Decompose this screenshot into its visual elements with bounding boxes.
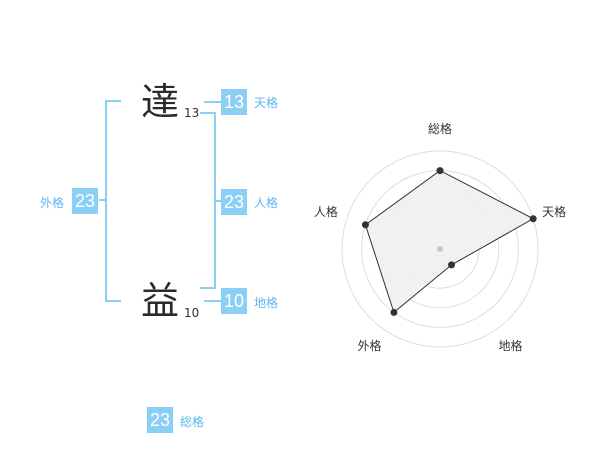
chikaku-label: 地格 xyxy=(254,296,279,310)
jinkaku-value: 23 xyxy=(221,189,247,215)
name-kanji-2-strokes: 10 xyxy=(184,306,200,320)
tenkaku-value: 13 xyxy=(221,89,247,115)
radar-axis-label: 天格 xyxy=(542,204,566,219)
radar-point-3 xyxy=(448,261,456,269)
soukaku-value: 23 xyxy=(147,407,173,433)
gaikaku-label: 外格 xyxy=(40,196,65,210)
radar-points xyxy=(361,167,537,316)
radar-axis-label: 人格 xyxy=(314,204,338,219)
tenkaku-label: 天格 xyxy=(254,96,279,110)
gaikaku-bracket xyxy=(105,100,121,302)
jinkaku-connector xyxy=(214,200,221,202)
name-kanji-1: 達 xyxy=(141,80,180,124)
radar-axis-label: 総格 xyxy=(428,121,452,136)
chikaku-value: 10 xyxy=(221,288,247,314)
radar-axis-label: 地格 xyxy=(499,338,523,353)
radar-point-5 xyxy=(361,221,369,229)
radar-axis-label: 外格 xyxy=(357,338,381,353)
radar-center-dot xyxy=(437,246,443,252)
gaikaku-connector xyxy=(99,199,106,201)
gaikaku-value: 23 xyxy=(72,188,98,214)
radar-point-4 xyxy=(390,308,398,316)
radar-point-1 xyxy=(436,167,444,175)
soukaku-label: 総格 xyxy=(180,415,205,429)
tenkaku-connector xyxy=(204,101,221,103)
chikaku-connector xyxy=(204,300,221,302)
radar-grid-ring xyxy=(341,150,539,348)
radar-series-area xyxy=(364,170,535,314)
name-kanji-1-strokes: 13 xyxy=(184,106,200,120)
radar-point-2 xyxy=(529,215,537,223)
name-kanji-2: 益 xyxy=(141,279,180,323)
jinkaku-label: 人格 xyxy=(254,196,279,210)
